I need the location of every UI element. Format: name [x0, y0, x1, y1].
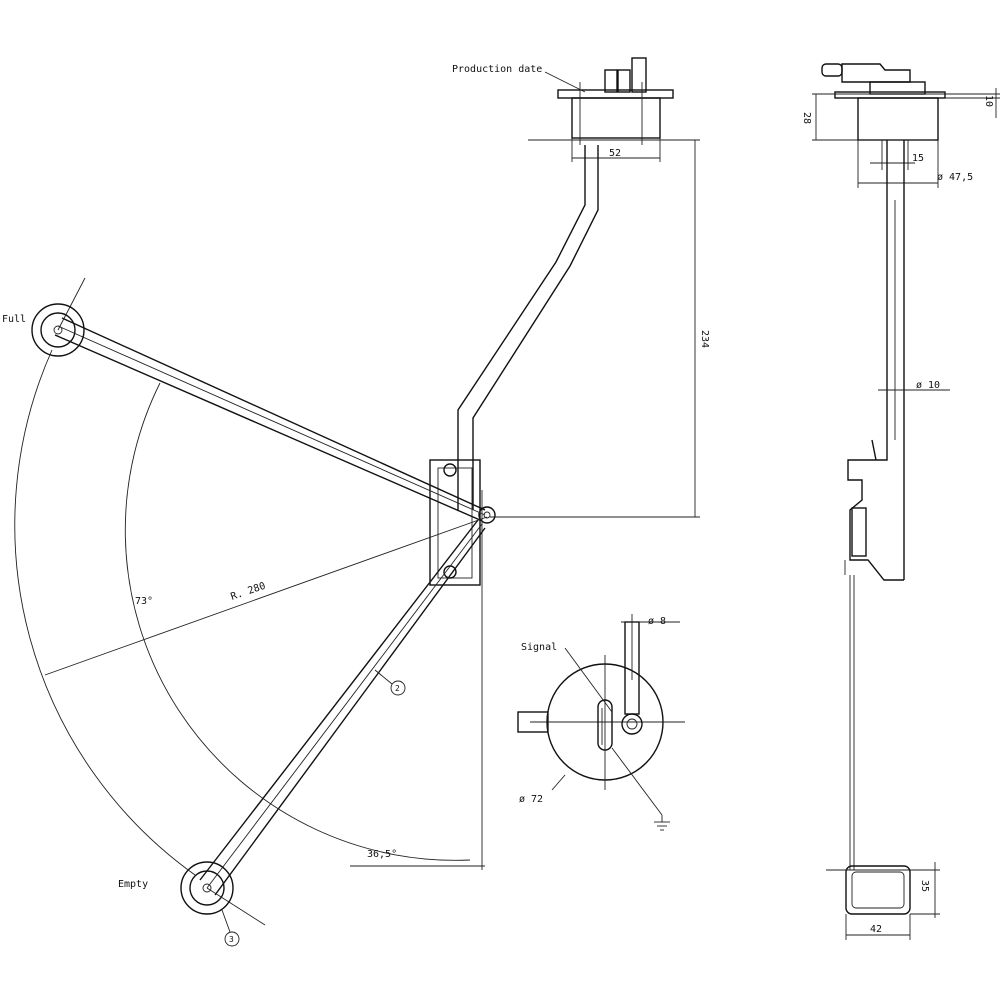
- part-3-balloon: [224, 931, 240, 947]
- side-view-rod: [849, 575, 855, 870]
- flange-top-view: [517, 614, 685, 816]
- connector-diameter-dim: ø 8: [648, 616, 666, 627]
- tube-front: [457, 145, 599, 510]
- part-2-leader: [374, 669, 393, 685]
- full-label: Full: [2, 314, 26, 325]
- height-234-dim: 234: [699, 330, 710, 348]
- side-view-bracket: [844, 439, 904, 581]
- top-offset-dim: 10: [983, 95, 994, 107]
- lever-arm-empty: [180, 519, 486, 926]
- production-date-leader: [544, 71, 586, 93]
- signal-label: Signal: [521, 642, 557, 653]
- side-view-head: [812, 63, 1000, 188]
- side-view-tube: [878, 140, 950, 580]
- ground-symbol-icon: [654, 815, 670, 831]
- flange-width-dim: 52: [609, 148, 621, 159]
- head-height-dim: 28: [801, 112, 812, 124]
- small-width-dim: 15: [912, 153, 924, 164]
- height-dimension: [490, 139, 700, 518]
- float-width-dim: 42: [870, 924, 882, 935]
- side-view-float: [826, 862, 940, 940]
- part-2-balloon: [390, 680, 406, 696]
- radius-label: R. 280: [229, 581, 267, 603]
- mounting-bracket: [429, 459, 496, 870]
- production-date-label: Production date: [452, 64, 542, 75]
- part-2-number: 2: [395, 684, 400, 693]
- angle-36-label: 36,5°: [367, 849, 397, 860]
- base-diameter-dim: ø 72: [519, 794, 543, 805]
- mounting-head-front: [528, 57, 700, 162]
- head-diameter-dim: ø 47,5: [937, 172, 973, 183]
- part-3-leader: [221, 909, 231, 933]
- sweep-geometry: [14, 349, 488, 876]
- float-height-dim: 35: [919, 880, 930, 892]
- empty-label: Empty: [118, 879, 148, 890]
- tube-diameter-dim: ø 10: [916, 380, 940, 391]
- lever-arm-full: [31, 277, 486, 521]
- angle-73-label: 73°: [135, 596, 153, 607]
- part-3-number: 3: [229, 935, 234, 944]
